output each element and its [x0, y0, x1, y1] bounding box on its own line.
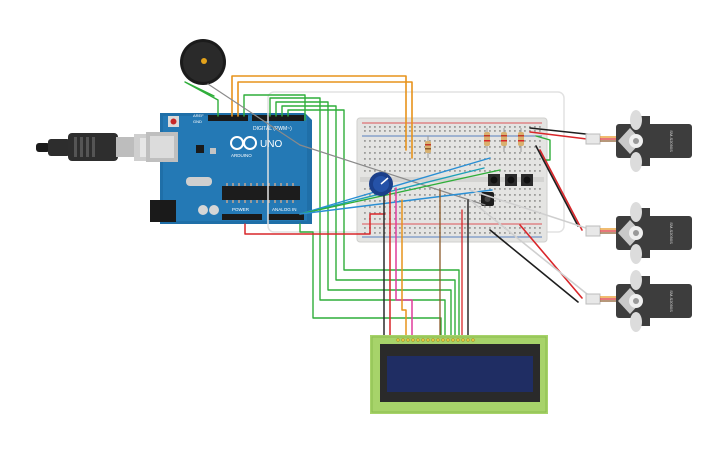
potentiometer[interactable]	[369, 172, 393, 196]
wire-red	[529, 131, 596, 141]
lcd-screen	[387, 356, 533, 392]
header-analog-label: ANALOG IN	[272, 207, 297, 212]
lcd-16x2[interactable]	[370, 335, 548, 414]
piezo-buzzer[interactable]	[180, 39, 226, 85]
wire-green	[184, 81, 219, 117]
servo-motor[interactable]: SM-S2090S	[585, 110, 692, 172]
wires	[184, 75, 596, 341]
wire-black	[535, 145, 579, 227]
atmega-chip	[222, 186, 300, 200]
resistor	[501, 128, 507, 152]
pushbutton[interactable]	[488, 174, 500, 186]
capacitor	[198, 205, 208, 215]
wire-orange	[231, 75, 407, 151]
board-brand: ARDUINO	[231, 153, 252, 158]
wire-orange	[237, 81, 413, 159]
servo-label: SM-S2090S	[669, 290, 674, 312]
header-digital-label: DIGITAL (PWM~)	[253, 126, 292, 132]
pushbutton[interactable]	[521, 174, 533, 186]
power-jack	[150, 200, 176, 222]
power-header	[222, 214, 262, 220]
digital-header-b	[252, 115, 304, 121]
capacitor	[209, 205, 219, 215]
servo-motor[interactable]: SM-S2090S	[585, 202, 692, 264]
wire-teal	[299, 167, 485, 215]
wire-green	[281, 105, 456, 341]
resistor	[518, 128, 524, 152]
wire-black	[489, 229, 579, 303]
wire-red	[244, 213, 386, 235]
arduino-uno-board[interactable]: DIGITAL (PWM~) AREF GND UNO ARDUINO	[146, 113, 312, 224]
servo-label: SM-S2090S	[669, 130, 674, 152]
servo-group: SM-S2090S SM-S2090S SM-S2090S	[585, 110, 692, 332]
wire-red	[519, 224, 583, 299]
gnd-label: GND	[193, 119, 202, 124]
wire-white	[469, 199, 593, 299]
pushbutton[interactable]	[505, 174, 517, 186]
wire-white	[469, 189, 593, 231]
wire-green	[299, 169, 501, 215]
breadboard-holes	[364, 126, 541, 234]
wire-pink	[395, 187, 413, 341]
digital-header-a	[208, 115, 248, 121]
crystal-oscillator	[186, 177, 212, 186]
header-power-label: POWER	[232, 207, 250, 212]
wire-blue	[299, 157, 491, 215]
arduino-logo-icon	[230, 136, 257, 150]
smd-chip	[196, 145, 204, 153]
wire-green	[299, 223, 442, 341]
aref-label: AREF	[193, 113, 204, 118]
wire-green	[243, 94, 306, 121]
wire-orange	[401, 199, 407, 341]
wire-green	[275, 101, 452, 341]
board-model: UNO	[260, 139, 282, 150]
servo-motor[interactable]: SM-S2090S	[585, 270, 692, 332]
breadboard[interactable]	[267, 91, 565, 243]
servo-label: SM-S2090S	[669, 222, 674, 244]
wire-black	[529, 127, 596, 136]
wire-green	[287, 109, 460, 341]
analog-header	[268, 214, 304, 220]
wire-red	[539, 149, 583, 231]
resistor	[425, 136, 431, 158]
lcd-pin-header	[396, 338, 475, 342]
wire-green	[535, 135, 551, 161]
wire-green	[269, 97, 446, 341]
resistor	[484, 128, 490, 152]
wire-gray	[207, 83, 301, 146]
